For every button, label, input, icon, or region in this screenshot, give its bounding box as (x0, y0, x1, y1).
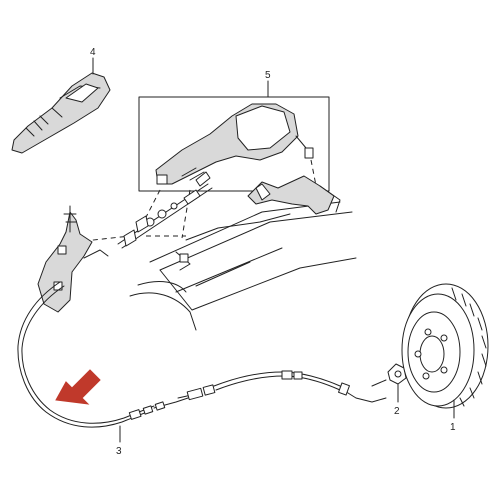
part-5-box (138, 96, 330, 192)
part-1-brake-drum (401, 283, 489, 409)
part-3-cable (17, 281, 387, 428)
adjuster-rod (117, 171, 213, 249)
callout-1: 1 (450, 422, 456, 433)
red-arrow-icon (55, 369, 101, 405)
part-2-retainer (371, 363, 407, 387)
callout-4: 4 (90, 47, 96, 58)
callout-3: 3 (116, 446, 122, 457)
part-4-handle-cover (11, 72, 111, 154)
callout-2: 2 (394, 406, 400, 417)
part-5-lever (155, 103, 314, 185)
floor-tunnel (129, 175, 357, 331)
left-bracket (37, 205, 109, 313)
callout-5: 5 (265, 70, 271, 81)
